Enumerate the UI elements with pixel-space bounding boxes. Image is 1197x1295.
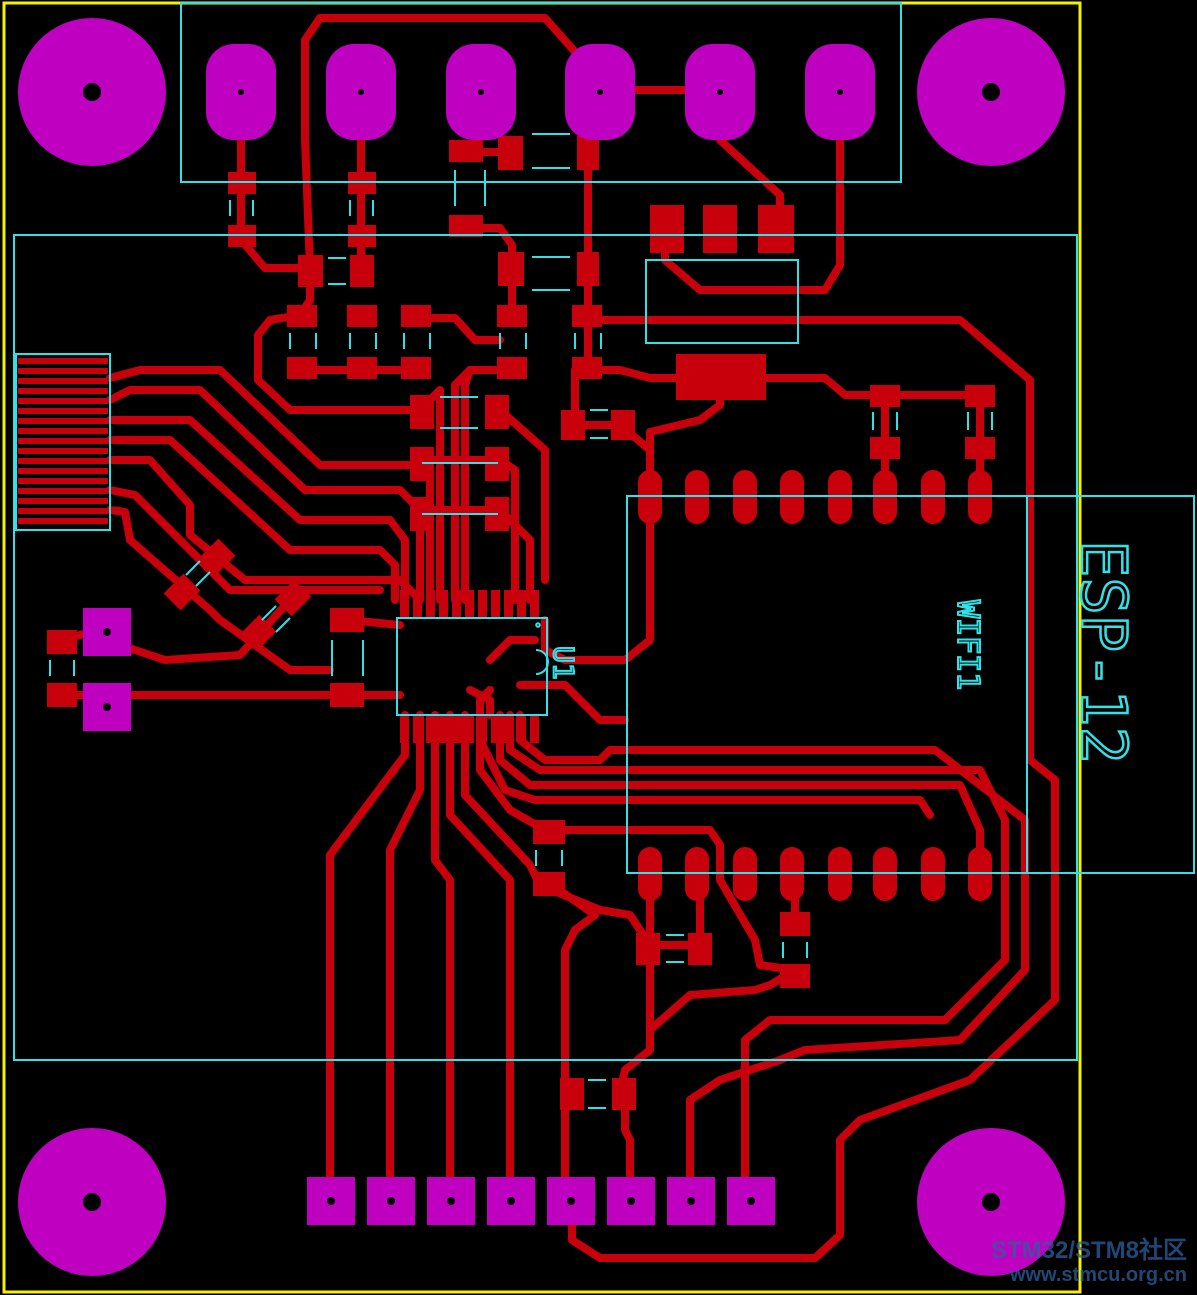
pad [298, 255, 323, 287]
pad [347, 305, 377, 327]
pad [498, 252, 524, 286]
pad [198, 538, 236, 576]
pad [485, 395, 509, 429]
pad [965, 437, 995, 459]
pad [780, 964, 810, 988]
pad [650, 205, 684, 253]
silk-labels: ESP-12 WIFI1 U1 [546, 539, 1141, 765]
pad [870, 385, 900, 407]
fpc-connector [18, 358, 108, 524]
regulator-outline [645, 259, 799, 344]
pad [47, 630, 77, 654]
pad [533, 872, 565, 896]
smd-pads [47, 136, 995, 1110]
top-connector-outline [180, 2, 902, 183]
pad [410, 395, 434, 429]
pad [287, 305, 317, 327]
pad [533, 820, 565, 844]
display-outline [13, 234, 1078, 1061]
watermark-url: www.stmcu.org.cn [1009, 1264, 1187, 1286]
pad [330, 683, 364, 707]
pad [780, 912, 810, 936]
u1-pins [400, 590, 539, 743]
pad [577, 136, 599, 170]
watermark-title: STM32/STM8社区 [990, 1237, 1187, 1264]
pad [636, 933, 660, 965]
pad [577, 252, 599, 286]
through-hole-pads [83, 608, 775, 1225]
mounting-holes [18, 18, 1065, 1276]
module-designator-label: WIFI1 [950, 600, 985, 690]
ic-designator-label: U1 [547, 646, 580, 680]
pad [688, 933, 712, 965]
pad [703, 205, 737, 253]
pad [676, 354, 766, 400]
pad [497, 305, 527, 327]
pad [497, 357, 527, 379]
fpc-outline [15, 353, 111, 531]
pad [163, 573, 201, 611]
pad [449, 215, 483, 237]
pad [239, 614, 277, 652]
pad [449, 140, 483, 162]
pad [758, 205, 794, 253]
pad [560, 1078, 584, 1110]
pad [330, 608, 364, 632]
top-connector-pads [206, 44, 875, 140]
pad [350, 255, 374, 287]
pad [572, 357, 602, 379]
pad [274, 579, 312, 617]
pad [572, 305, 602, 327]
pad [347, 357, 377, 379]
silkscreen [13, 2, 1195, 1109]
pad [611, 410, 635, 440]
pad [561, 410, 585, 440]
pad [47, 683, 77, 707]
esp12-antenna-outline [1026, 495, 1195, 874]
pad [287, 357, 317, 379]
module-name-label: ESP-12 [1067, 540, 1140, 764]
pad [612, 1078, 636, 1110]
pad [498, 136, 523, 170]
pad [870, 437, 900, 459]
pad [401, 357, 431, 379]
pad [401, 305, 431, 327]
pad [965, 385, 995, 407]
